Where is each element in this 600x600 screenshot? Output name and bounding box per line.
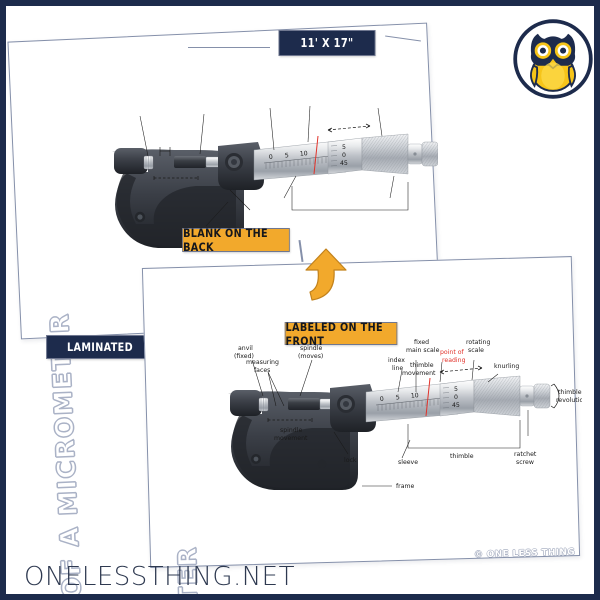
label-knurling: knurling [494, 363, 519, 370]
label-ratchet-screw-line2: screw [516, 459, 534, 466]
flow-arrow-icon [305, 248, 347, 301]
label-anvil-line2: (fixed) [234, 353, 254, 360]
label-fixed-main-scale-line1: fixed [414, 339, 429, 346]
badge-blank-on-the-back[interactable]: BLANK ON THE BACK [182, 226, 290, 254]
badge-blank-label: BLANK ON THE BACK [183, 226, 268, 254]
badge-labeled-on-the-front[interactable]: LABELED ON THE FRONT [284, 319, 398, 348]
copyright-notice: © ONE LESS THING [473, 547, 576, 561]
footer-website-url: ONELESSTHING.NET [24, 562, 295, 592]
scale-tick-5: 5 [396, 394, 401, 401]
svg-text:5: 5 [342, 144, 346, 151]
label-measuring-faces-line2: faces [254, 367, 270, 374]
label-spindle-movement-line1: spindle [280, 427, 302, 434]
label-thimble-revolution-line2: revolution [556, 397, 582, 404]
thimble-movement-label-group: thimble movement [402, 362, 436, 377]
label-frame: frame [396, 483, 415, 490]
micrometer-illustration-blank: 0 5 10 5 0 45 [112, 106, 438, 248]
label-sleeve: sleeve [398, 459, 418, 466]
thimble-tick-45: 45 [452, 402, 460, 409]
label-measuring-faces-line1: measuring [246, 359, 279, 366]
label-point-of-reading-line2: reading [442, 357, 466, 364]
badge-size[interactable]: 11' X 17" [278, 30, 376, 56]
label-spindle-line2: (moves) [298, 353, 323, 360]
badge-laminated-label: LAMINATED [67, 340, 133, 354]
label-thimble-movement-line1: thimble [410, 362, 434, 369]
label-thimble: thimble [450, 453, 474, 460]
label-index-line-line1: index [388, 357, 405, 364]
label-point-of-reading-line1: point of [440, 349, 465, 356]
scale-tick-10: 10 [411, 392, 420, 400]
label-anvil-line1: anvil [238, 345, 253, 352]
label-rotating-scale-line2: scale [468, 347, 484, 354]
thimble-tick-0: 0 [454, 394, 458, 401]
svg-text:0: 0 [269, 154, 274, 161]
label-spindle-movement-line2: movement [274, 435, 308, 442]
svg-text:0: 0 [342, 152, 346, 159]
label-rotating-scale-line1: rotating [466, 339, 490, 346]
owl-logo[interactable] [511, 17, 594, 101]
label-thimble-movement-line2: movement [402, 370, 436, 377]
svg-text:10: 10 [300, 150, 309, 158]
label-spindle-line1: spindle [300, 345, 322, 352]
badge-labeled-label: LABELED ON THE FRONT [285, 319, 383, 348]
label-ratchet-screw-line1: ratchet [514, 451, 537, 458]
label-index-line-line2: line [392, 365, 403, 372]
label-thimble-revolution-line1: thimble [558, 389, 582, 396]
svg-text:45: 45 [340, 160, 348, 167]
scale-tick-0: 0 [380, 396, 385, 403]
label-fixed-main-scale-line2: main scale [406, 347, 440, 354]
badge-laminated[interactable]: LAMINATED [46, 335, 154, 359]
label-lock: lock [344, 457, 357, 464]
thimble-tick-5: 5 [454, 386, 458, 393]
micrometer-illustration-labeled: 0 5 10 5 0 45 [228, 339, 582, 490]
badge-size-label: 11' X 17" [300, 36, 354, 50]
svg-text:5: 5 [285, 152, 290, 159]
poster-canvas: PARTS OF A MICROMETER MEASURING [6, 6, 594, 594]
connector-size-left [188, 47, 270, 49]
